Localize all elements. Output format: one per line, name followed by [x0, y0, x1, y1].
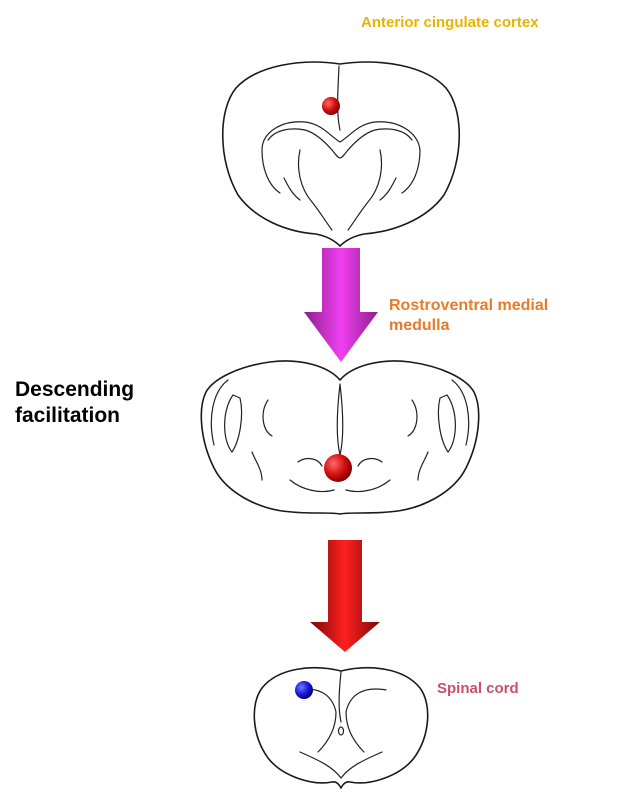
- lesion-marker: [322, 97, 340, 115]
- medulla-section-icon: [201, 361, 478, 514]
- arrow-down-icon: [304, 248, 378, 362]
- spinal-marker: [295, 681, 313, 699]
- arrow-down-icon: [310, 540, 380, 652]
- lesion-marker: [324, 454, 352, 482]
- coronal-brain-section-icon: [223, 62, 460, 246]
- spinal-cord-section-icon: [254, 668, 427, 788]
